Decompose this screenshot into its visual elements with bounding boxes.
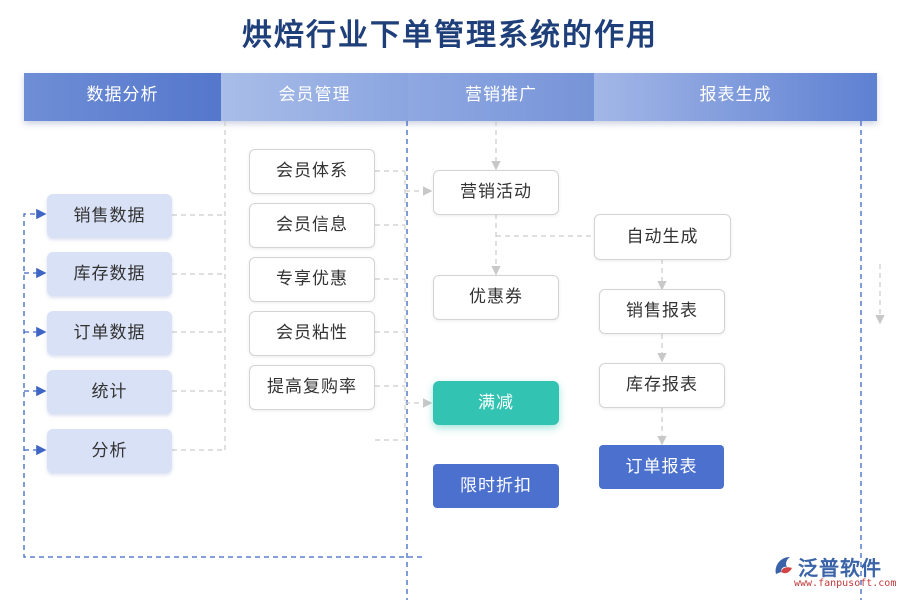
column-header-bar: 数据分析 会员管理 营销推广 报表生成 [24,73,877,121]
data-item-analysis: 分析 [47,429,172,473]
data-item-sales: 销售数据 [47,194,172,238]
data-item-statistics: 统计 [47,370,172,414]
member-item-repurchase: 提高复购率 [249,365,375,410]
report-auto-generate: 自动生成 [594,214,731,260]
page-title: 烘焙行业下单管理系统的作用 [242,18,658,53]
data-item-orders: 订单数据 [47,311,172,355]
marketing-limited-discount: 限时折扣 [433,464,559,508]
column-header-member-management: 会员管理 [221,73,408,121]
report-orders: 订单报表 [599,445,724,489]
fanpu-logo-icon [775,557,792,574]
logo-name: 泛普软件 [798,556,882,580]
report-inventory: 库存报表 [599,363,725,408]
member-item-info: 会员信息 [249,203,375,248]
member-item-system: 会员体系 [249,149,375,194]
member-item-exclusive-offer: 专享优惠 [249,257,375,302]
member-item-stickiness: 会员粘性 [249,311,375,356]
marketing-activity: 营销活动 [433,170,559,215]
report-sales: 销售报表 [599,289,725,334]
column-header-data-analysis: 数据分析 [24,73,221,121]
logo-url: www.fanpusoft.com [794,578,897,589]
column-header-reports: 报表生成 [594,73,877,121]
marketing-discount: 满减 [433,381,559,425]
column-header-marketing: 营销推广 [408,73,594,121]
brand-logo: 泛普软件 www.fanpusoft.com [772,552,897,598]
data-item-inventory: 库存数据 [47,252,172,296]
marketing-coupon: 优惠券 [433,275,559,320]
